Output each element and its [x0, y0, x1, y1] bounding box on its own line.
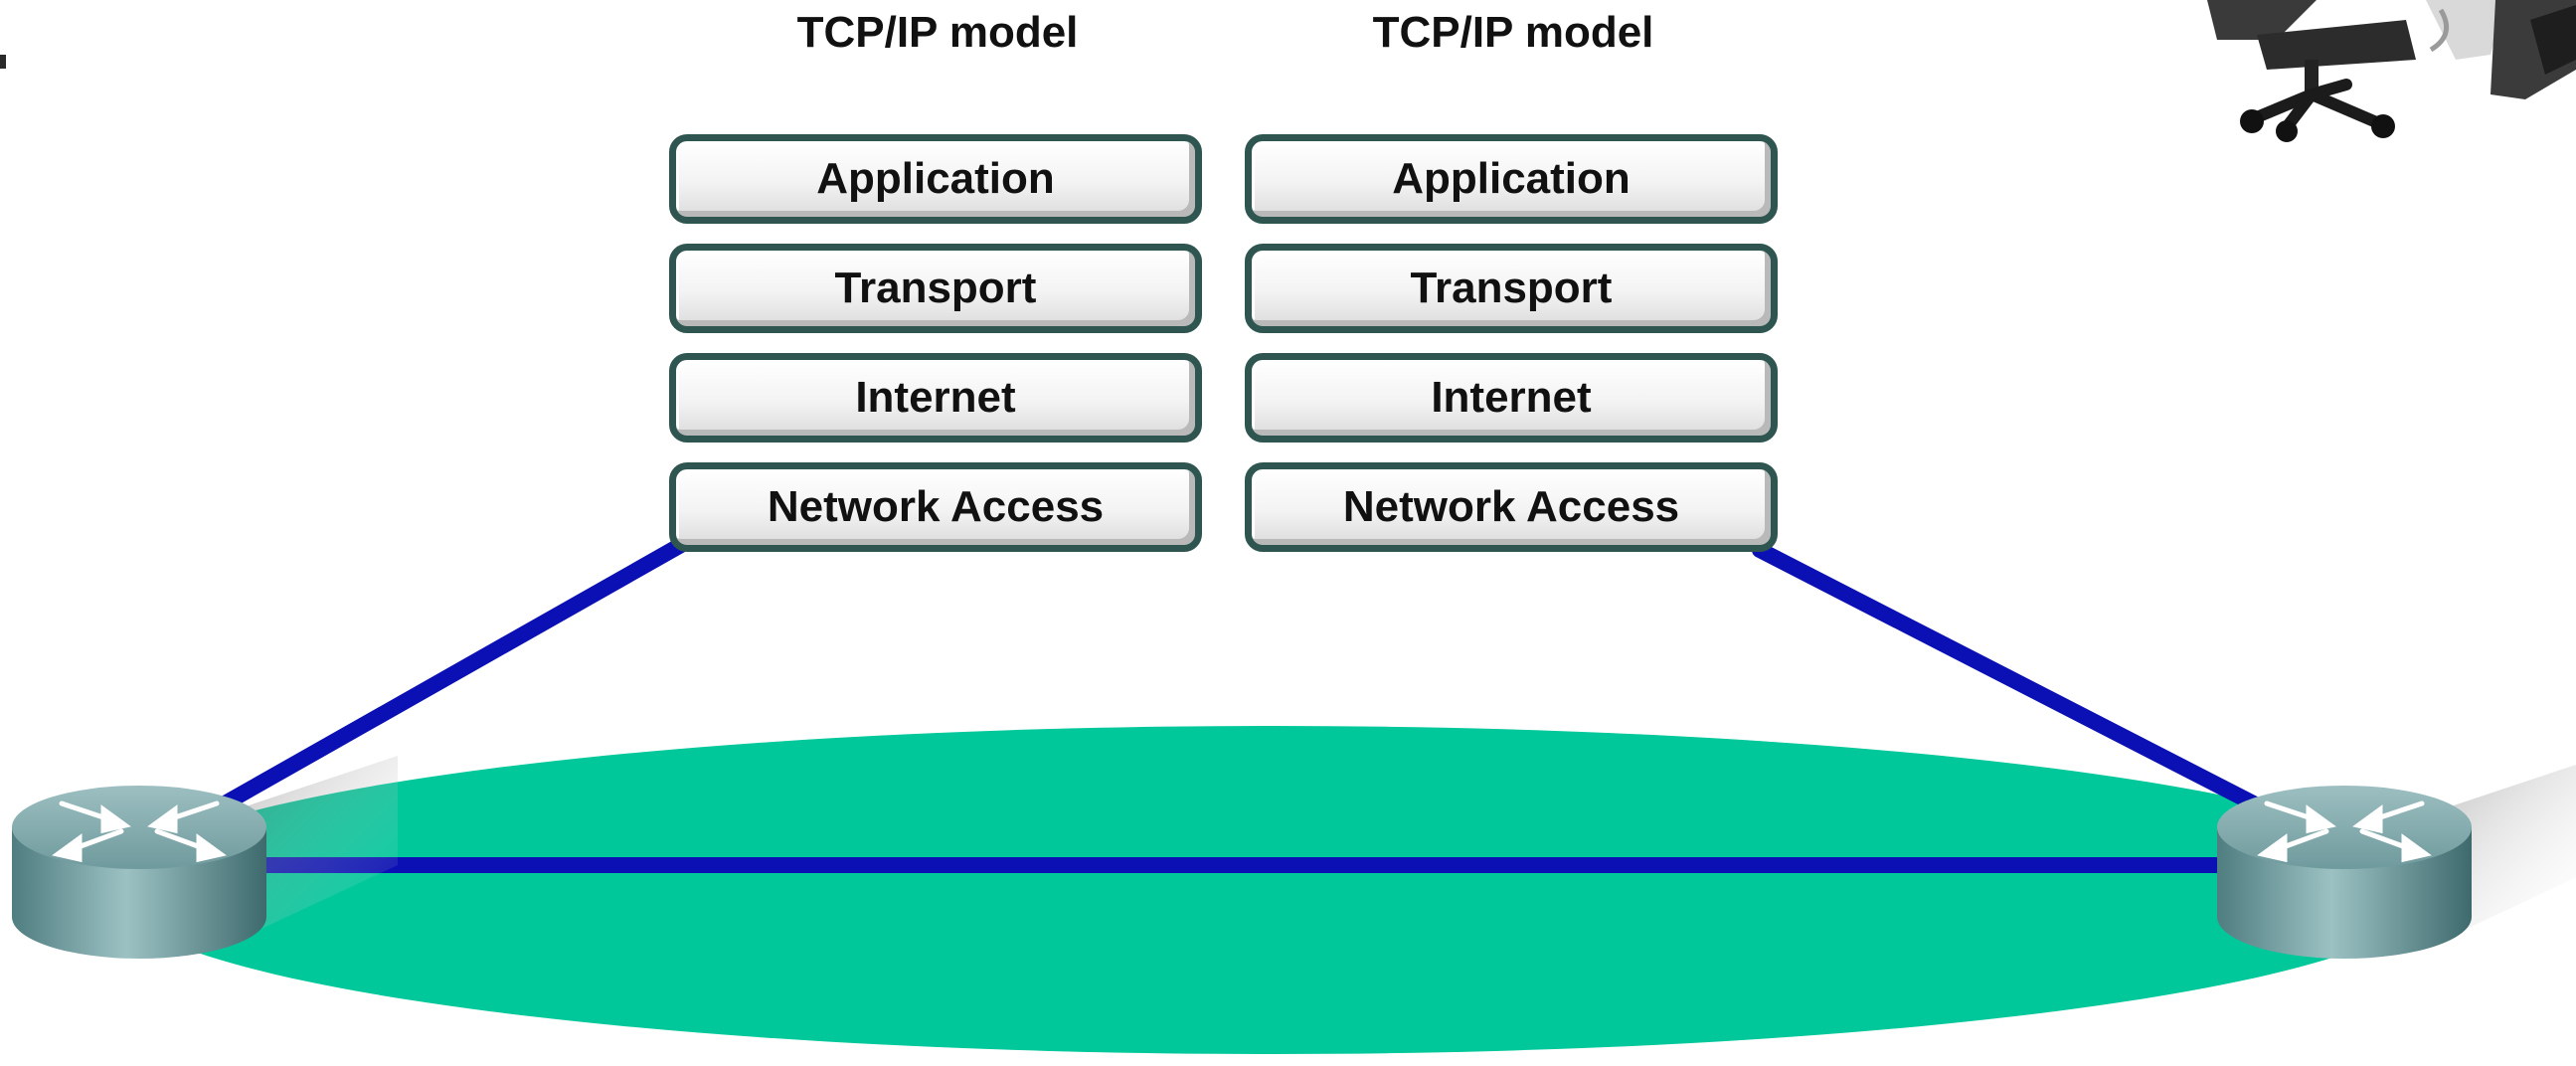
layer-network-access: Network Access	[669, 462, 1202, 552]
stack-title-right: TCP/IP model	[1372, 8, 1654, 57]
link-left-diagonal	[196, 537, 689, 823]
layer-label: Internet	[1431, 373, 1592, 422]
network-ellipse	[109, 726, 2436, 1054]
layer-application: Application	[669, 134, 1202, 224]
layer-label: Transport	[1410, 264, 1613, 312]
layer-label: Internet	[855, 373, 1016, 422]
layer-transport: Transport	[1245, 244, 1778, 333]
link-right-diagonal	[1752, 542, 2285, 823]
tcpip-stack-left: Application Transport Internet Network A…	[669, 134, 1206, 572]
router-icon	[12, 756, 398, 959]
layer-label: Network Access	[767, 482, 1105, 531]
layer-network-access: Network Access	[1245, 462, 1778, 552]
router-icon	[2217, 765, 2576, 959]
layer-application: Application	[1245, 134, 1778, 224]
layer-label: Transport	[834, 264, 1037, 312]
office-chair-photo	[2207, 0, 2576, 142]
layer-transport: Transport	[669, 244, 1202, 333]
tcpip-stack-right: Application Transport Internet Network A…	[1245, 134, 1782, 572]
layer-label: Application	[816, 154, 1055, 203]
layer-internet: Internet	[1245, 353, 1778, 443]
layer-label: Application	[1392, 154, 1631, 203]
layer-label: Network Access	[1342, 482, 1680, 531]
edge-mark	[0, 55, 6, 69]
layer-internet: Internet	[669, 353, 1202, 443]
stack-title-left: TCP/IP model	[796, 8, 1079, 57]
